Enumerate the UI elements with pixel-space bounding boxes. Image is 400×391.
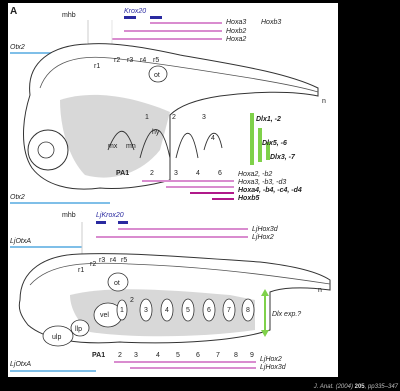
bottom-pouch-num-2: 2 (130, 297, 134, 304)
top-r5: r5 (153, 57, 159, 64)
bottom-otxa-bar (10, 246, 82, 248)
top-r4: r4 (140, 57, 146, 64)
bottom-hox2-bottom-label: LjHox2 (260, 356, 282, 363)
bottom-krox-bar-r5 (118, 221, 128, 224)
bottom-ulp-label: ulp (52, 334, 61, 341)
bottom-otxa-bottom-label: LjOtxA (10, 361, 31, 368)
bottom-vel-label: vel (100, 312, 109, 319)
top-pa3: 3 (174, 170, 178, 177)
bottom-hox2-label: LjHox2 (252, 234, 274, 241)
bottom-pa5: 5 (176, 352, 180, 359)
bottom-hox3d-bottom-bar (130, 367, 256, 369)
bottom-hox2-bar (96, 236, 248, 238)
top-dlx37-label: Dlx3, -7 (270, 154, 296, 161)
bottom-hox3d-label: LjHox3d (252, 226, 279, 233)
top-eye-lens (38, 142, 54, 158)
bottom-pa6: 6 (196, 352, 200, 359)
top-r1: r1 (94, 63, 100, 70)
bottom-r5: r5 (121, 257, 127, 264)
bottom-otxa-bottom-bar (10, 370, 96, 372)
bottom-pa4: 4 (156, 352, 160, 359)
top-dlx12-label: Dlx1, -2 (256, 116, 281, 123)
top-dlx12-bar (250, 113, 254, 165)
bottom-ot: ot (114, 280, 120, 287)
bottom-pouch-num-3: 3 (144, 307, 148, 314)
top-pa4: 4 (196, 170, 200, 177)
top-pa1: PA1 (116, 170, 129, 177)
top-hoxa3-bar (150, 22, 222, 24)
top-hox-bottom-3: Hoxa4, -b4, -c4, -d4 (238, 187, 302, 194)
top-hoxa3-bottom-bar (166, 186, 234, 188)
bottom-pouch-num-8: 8 (246, 307, 250, 314)
top-krox-bar-r5 (150, 16, 162, 19)
bottom-pouch-num-7: 7 (227, 307, 231, 314)
top-hoxb5-bar (212, 198, 234, 200)
bottom-hox2-bottom-bar (114, 361, 256, 363)
top-arch-num-2: 2 (172, 114, 176, 121)
bottom-pa2: 2 (118, 352, 122, 359)
bottom-pa1: PA1 (92, 352, 105, 359)
top-hoxa2-label: Hoxa2 (226, 36, 246, 43)
citation: J. Anat. (2004) 205, pp335–347 (314, 384, 398, 390)
bottom-pouch-num-6: 6 (207, 307, 211, 314)
top-hoxb2-label: Hoxb2 (226, 28, 246, 35)
top-r2: r2 (114, 57, 120, 64)
top-arch-num-4: 4 (211, 135, 215, 142)
panel-letter: A (10, 6, 17, 17)
bottom-r3: r3 (99, 257, 105, 264)
top-hox-bottom-2: Hoxa3, -b3, -d3 (238, 179, 286, 186)
top-otx2-label: Otx2 (10, 44, 25, 51)
top-n: n (322, 98, 326, 105)
top-arch-num-1: 1 (145, 114, 149, 121)
top-hox-bottom-1: Hoxa2, -b2 (238, 171, 272, 178)
bottom-pa7: 7 (216, 352, 220, 359)
bottom-mhb-label: mhb (62, 212, 76, 219)
bottom-n: n (318, 287, 322, 294)
bottom-dlx-label: Dlx exp.? (272, 311, 301, 318)
top-r3: r3 (127, 57, 133, 64)
citation-volume: 205 (355, 384, 365, 390)
citation-pages: , pp335–347 (365, 384, 398, 390)
top-hoxa2-bar (112, 38, 222, 40)
top-hoxa2b2-bar (142, 180, 234, 182)
bottom-krox-label: LjKrox20 (96, 212, 124, 219)
top-pa6: 6 (218, 170, 222, 177)
top-otx2-bottom-label: Otx2 (10, 194, 25, 201)
bottom-pa3: 3 (134, 352, 138, 359)
top-arch-num-3: 3 (202, 114, 206, 121)
top-hoxb2-bar (124, 30, 222, 32)
top-pa2: 2 (150, 170, 154, 177)
top-mn: mn (126, 143, 136, 150)
bottom-llp-label: llp (75, 326, 82, 333)
top-hoxa4-bar (190, 192, 234, 194)
top-krox-bar-r3 (124, 16, 136, 19)
bottom-pouch-num-4: 4 (165, 307, 169, 314)
bottom-r1: r1 (78, 267, 84, 274)
top-otx2-bottom-bar (10, 202, 110, 204)
bottom-r2: r2 (90, 261, 96, 268)
bottom-hox3d-bottom-label: LjHox3d (260, 364, 287, 371)
top-hox-bottom-4: Hoxb5 (238, 195, 260, 202)
top-hoxa3-label: Hoxa3 (226, 19, 246, 26)
citation-journal: J. Anat. (314, 384, 334, 390)
bottom-r4: r4 (110, 257, 116, 264)
citation-year: (2004) (336, 384, 353, 390)
top-krox20-label: Krox20 (124, 8, 146, 15)
bottom-pouch-num-1: 1 (120, 307, 124, 314)
top-hoxb3-label: Hoxb3 (261, 19, 281, 26)
bottom-krox-bar-r3 (96, 221, 106, 224)
top-mhb-label: mhb (62, 12, 76, 19)
top-ot: ot (154, 72, 160, 79)
bottom-hox3d-bar (118, 228, 248, 230)
bottom-pouch-num-5: 5 (186, 307, 190, 314)
top-dlx56-label: Dlx5, -6 (262, 140, 287, 147)
bottom-pa9: 9 (250, 352, 254, 359)
top-hy: hy (152, 129, 160, 136)
bottom-pa8: 8 (234, 352, 238, 359)
top-mx: mx (108, 143, 118, 150)
bottom-otxa-label: LjOtxA (10, 238, 31, 245)
